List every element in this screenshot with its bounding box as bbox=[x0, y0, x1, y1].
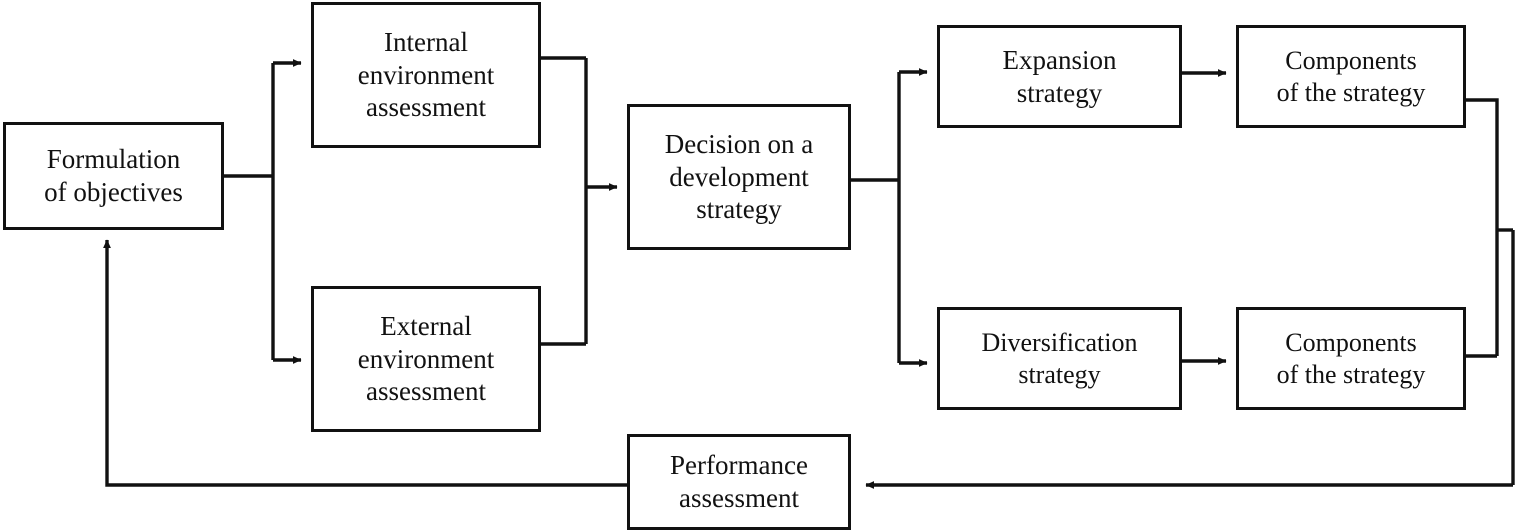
node-label: Performance assessment bbox=[670, 450, 808, 513]
node-label: Expansion strategy bbox=[1002, 44, 1117, 108]
node-performance-assessment[interactable]: Performance assessment bbox=[627, 434, 851, 530]
node-components-of-the-strategy-diversification[interactable]: Components of the strategy bbox=[1236, 307, 1466, 410]
edge-performance-to-objectives bbox=[103, 239, 627, 487]
node-label: Formulation of objectives bbox=[44, 144, 183, 207]
node-formulation-of-objectives[interactable]: Formulation of objectives bbox=[3, 122, 224, 230]
node-components-of-the-strategy-expansion[interactable]: Components of the strategy bbox=[1236, 25, 1466, 128]
node-internal-environment-assessment[interactable]: Internal environment assessment bbox=[311, 2, 541, 148]
node-label: Internal environment assessment bbox=[357, 26, 495, 123]
node-decision-on-a-development-strategy[interactable]: Decision on a development strategy bbox=[627, 104, 851, 250]
node-label: Components of the strategy bbox=[1276, 327, 1426, 389]
node-label: Diversification strategy bbox=[981, 327, 1138, 389]
edge-components-top-out bbox=[1466, 98, 1499, 356]
node-expansion-strategy[interactable]: Expansion strategy bbox=[937, 25, 1182, 128]
node-external-environment-assessment[interactable]: External environment assessment bbox=[311, 286, 541, 432]
node-label: Components of the strategy bbox=[1276, 45, 1426, 107]
node-diversification-strategy[interactable]: Diversification strategy bbox=[937, 307, 1182, 410]
node-label: External environment assessment bbox=[357, 310, 495, 407]
node-label: Decision on a development strategy bbox=[664, 128, 814, 225]
